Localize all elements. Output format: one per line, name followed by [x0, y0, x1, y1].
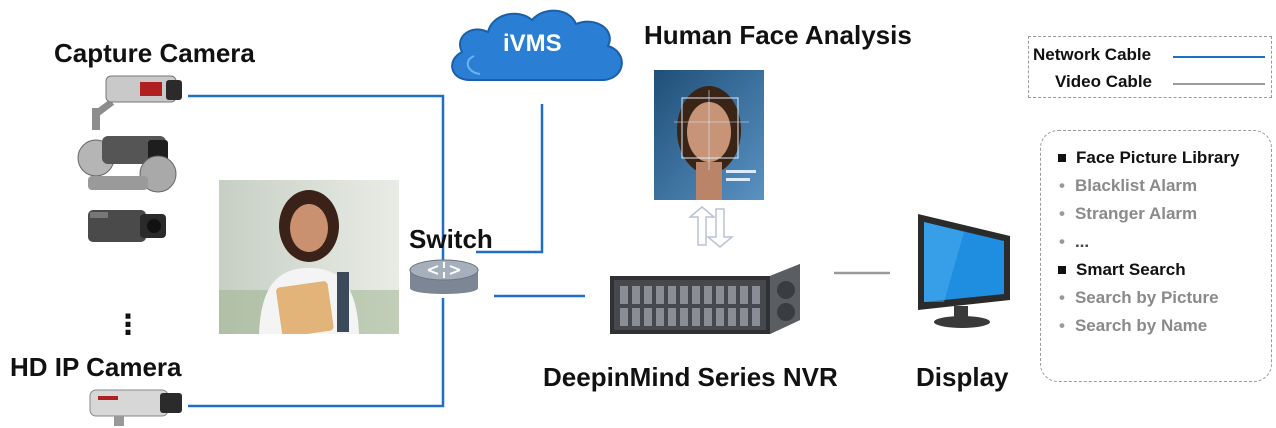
more-cameras-ellipsis: ⋮: [114, 309, 142, 340]
square-bullet-icon: [1058, 153, 1066, 162]
dot-bullet-icon: •: [1059, 204, 1065, 223]
capture-camera-label: Capture Camera: [54, 38, 255, 68]
features-box: Face Picture Library •Blacklist Alarm •S…: [1040, 130, 1272, 382]
dot-bullet-icon: •: [1059, 176, 1065, 195]
bullet-camera-icon: [92, 75, 182, 130]
feature-more: •...: [1059, 232, 1090, 251]
dot-bullet-icon: •: [1059, 232, 1065, 251]
network-cable-hd: [188, 298, 445, 408]
person-photo: [219, 180, 399, 334]
dot-bullet-icon: •: [1059, 288, 1065, 307]
face-analysis-image: [654, 70, 764, 200]
feature-stranger-alarm: •Stranger Alarm: [1059, 204, 1198, 223]
monitor-icon: [918, 214, 1010, 328]
box-camera-icon: [88, 210, 166, 242]
hd-ip-camera-label: HD IP Camera: [10, 352, 182, 382]
legend-video-cable-label: Video Cable: [1055, 72, 1152, 91]
legend-video-cable-swatch: [1173, 83, 1265, 85]
switch-icon: [409, 259, 479, 294]
feature-search-by-name: •Search by Name: [1059, 316, 1208, 335]
nvr-label: DeepinMind Series NVR: [543, 362, 838, 392]
cloud-icon: [451, 9, 623, 81]
nvr-device-icon: [610, 264, 800, 334]
square-bullet-icon: [1058, 265, 1066, 274]
feature-face-picture-library: Face Picture Library: [1055, 148, 1239, 168]
bidirectional-arrow-icon: [687, 206, 735, 248]
ivms-label: iVMS: [503, 30, 562, 57]
switch-label: Switch: [409, 224, 493, 254]
human-face-analysis-label: Human Face Analysis: [644, 20, 912, 50]
feature-blacklist-alarm: •Blacklist Alarm: [1059, 176, 1198, 195]
feature-search-by-picture: •Search by Picture: [1059, 288, 1219, 307]
dot-bullet-icon: •: [1059, 316, 1065, 335]
hd-ip-camera-icon: [89, 389, 182, 426]
feature-smart-search: Smart Search: [1055, 260, 1186, 280]
speed-dome-camera-icon: [77, 136, 177, 193]
network-cable-capture: [188, 94, 445, 268]
legend-network-cable-swatch: [1173, 56, 1265, 58]
legend-network-cable-label: Network Cable: [1033, 45, 1152, 64]
network-cable-ivms: [476, 104, 544, 254]
display-label: Display: [916, 362, 1009, 392]
legend-box: Network Cable Video Cable: [1028, 36, 1272, 98]
